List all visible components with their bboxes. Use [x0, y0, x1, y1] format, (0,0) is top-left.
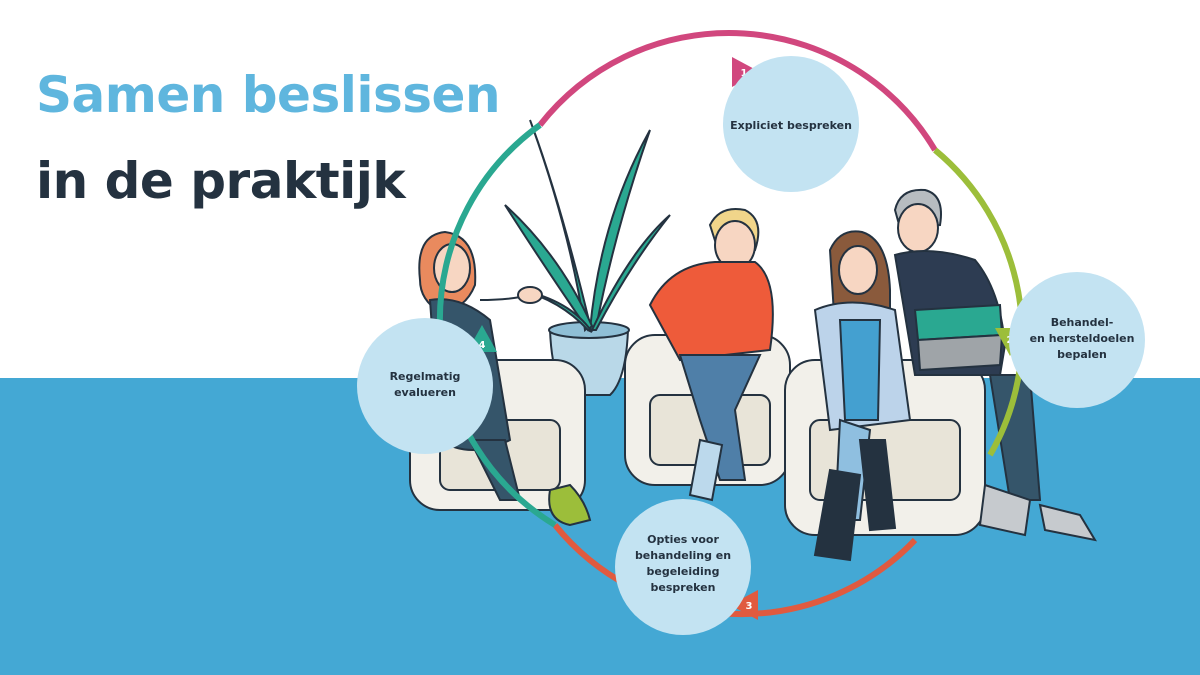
- step-3-text-line-2: behandeling en: [635, 549, 731, 562]
- cycle-arc-step-1: [537, 30, 938, 152]
- step-4-number: 4: [479, 340, 486, 351]
- step-3-text-line-3: begeleiding: [646, 565, 719, 578]
- man-with-grey-hair: [893, 188, 1098, 542]
- step-2-text-line-1: Behandel-: [1051, 316, 1114, 329]
- step-3-text-line-4: bespreken: [651, 581, 716, 594]
- woman-with-blonde-hair: [648, 208, 774, 502]
- step-2-bubble: Behandel- en hersteldoelen bepalen: [1009, 272, 1145, 408]
- step-1-text: Expliciet bespreken: [730, 119, 852, 132]
- step-3-arrow: 3: [730, 590, 758, 620]
- step-3-number: 3: [746, 601, 753, 612]
- step-3-bubble: Opties voor behandeling en begeleiding b…: [615, 499, 751, 635]
- step-4-text-line-2: evalueren: [394, 386, 456, 399]
- step-4-bubble: Regelmatig evalueren: [357, 318, 493, 454]
- step-2-text-line-3: bepalen: [1057, 348, 1107, 361]
- title-line-1: Samen beslissen: [36, 66, 501, 124]
- step-1-bubble: Expliciet bespreken: [723, 56, 859, 192]
- cycle-arc-step-2: [933, 147, 1026, 457]
- step-2-text-line-2: en hersteldoelen: [1030, 332, 1135, 345]
- step-4-text-line-1: Regelmatig: [390, 370, 461, 383]
- step-1-number: 1: [741, 68, 748, 79]
- step-1-arrow: 1: [732, 57, 760, 87]
- title-line-2: in de praktijk: [36, 152, 406, 210]
- step-3-text-line-1: Opties voor: [647, 533, 719, 546]
- woman-with-brown-hair: [813, 230, 912, 562]
